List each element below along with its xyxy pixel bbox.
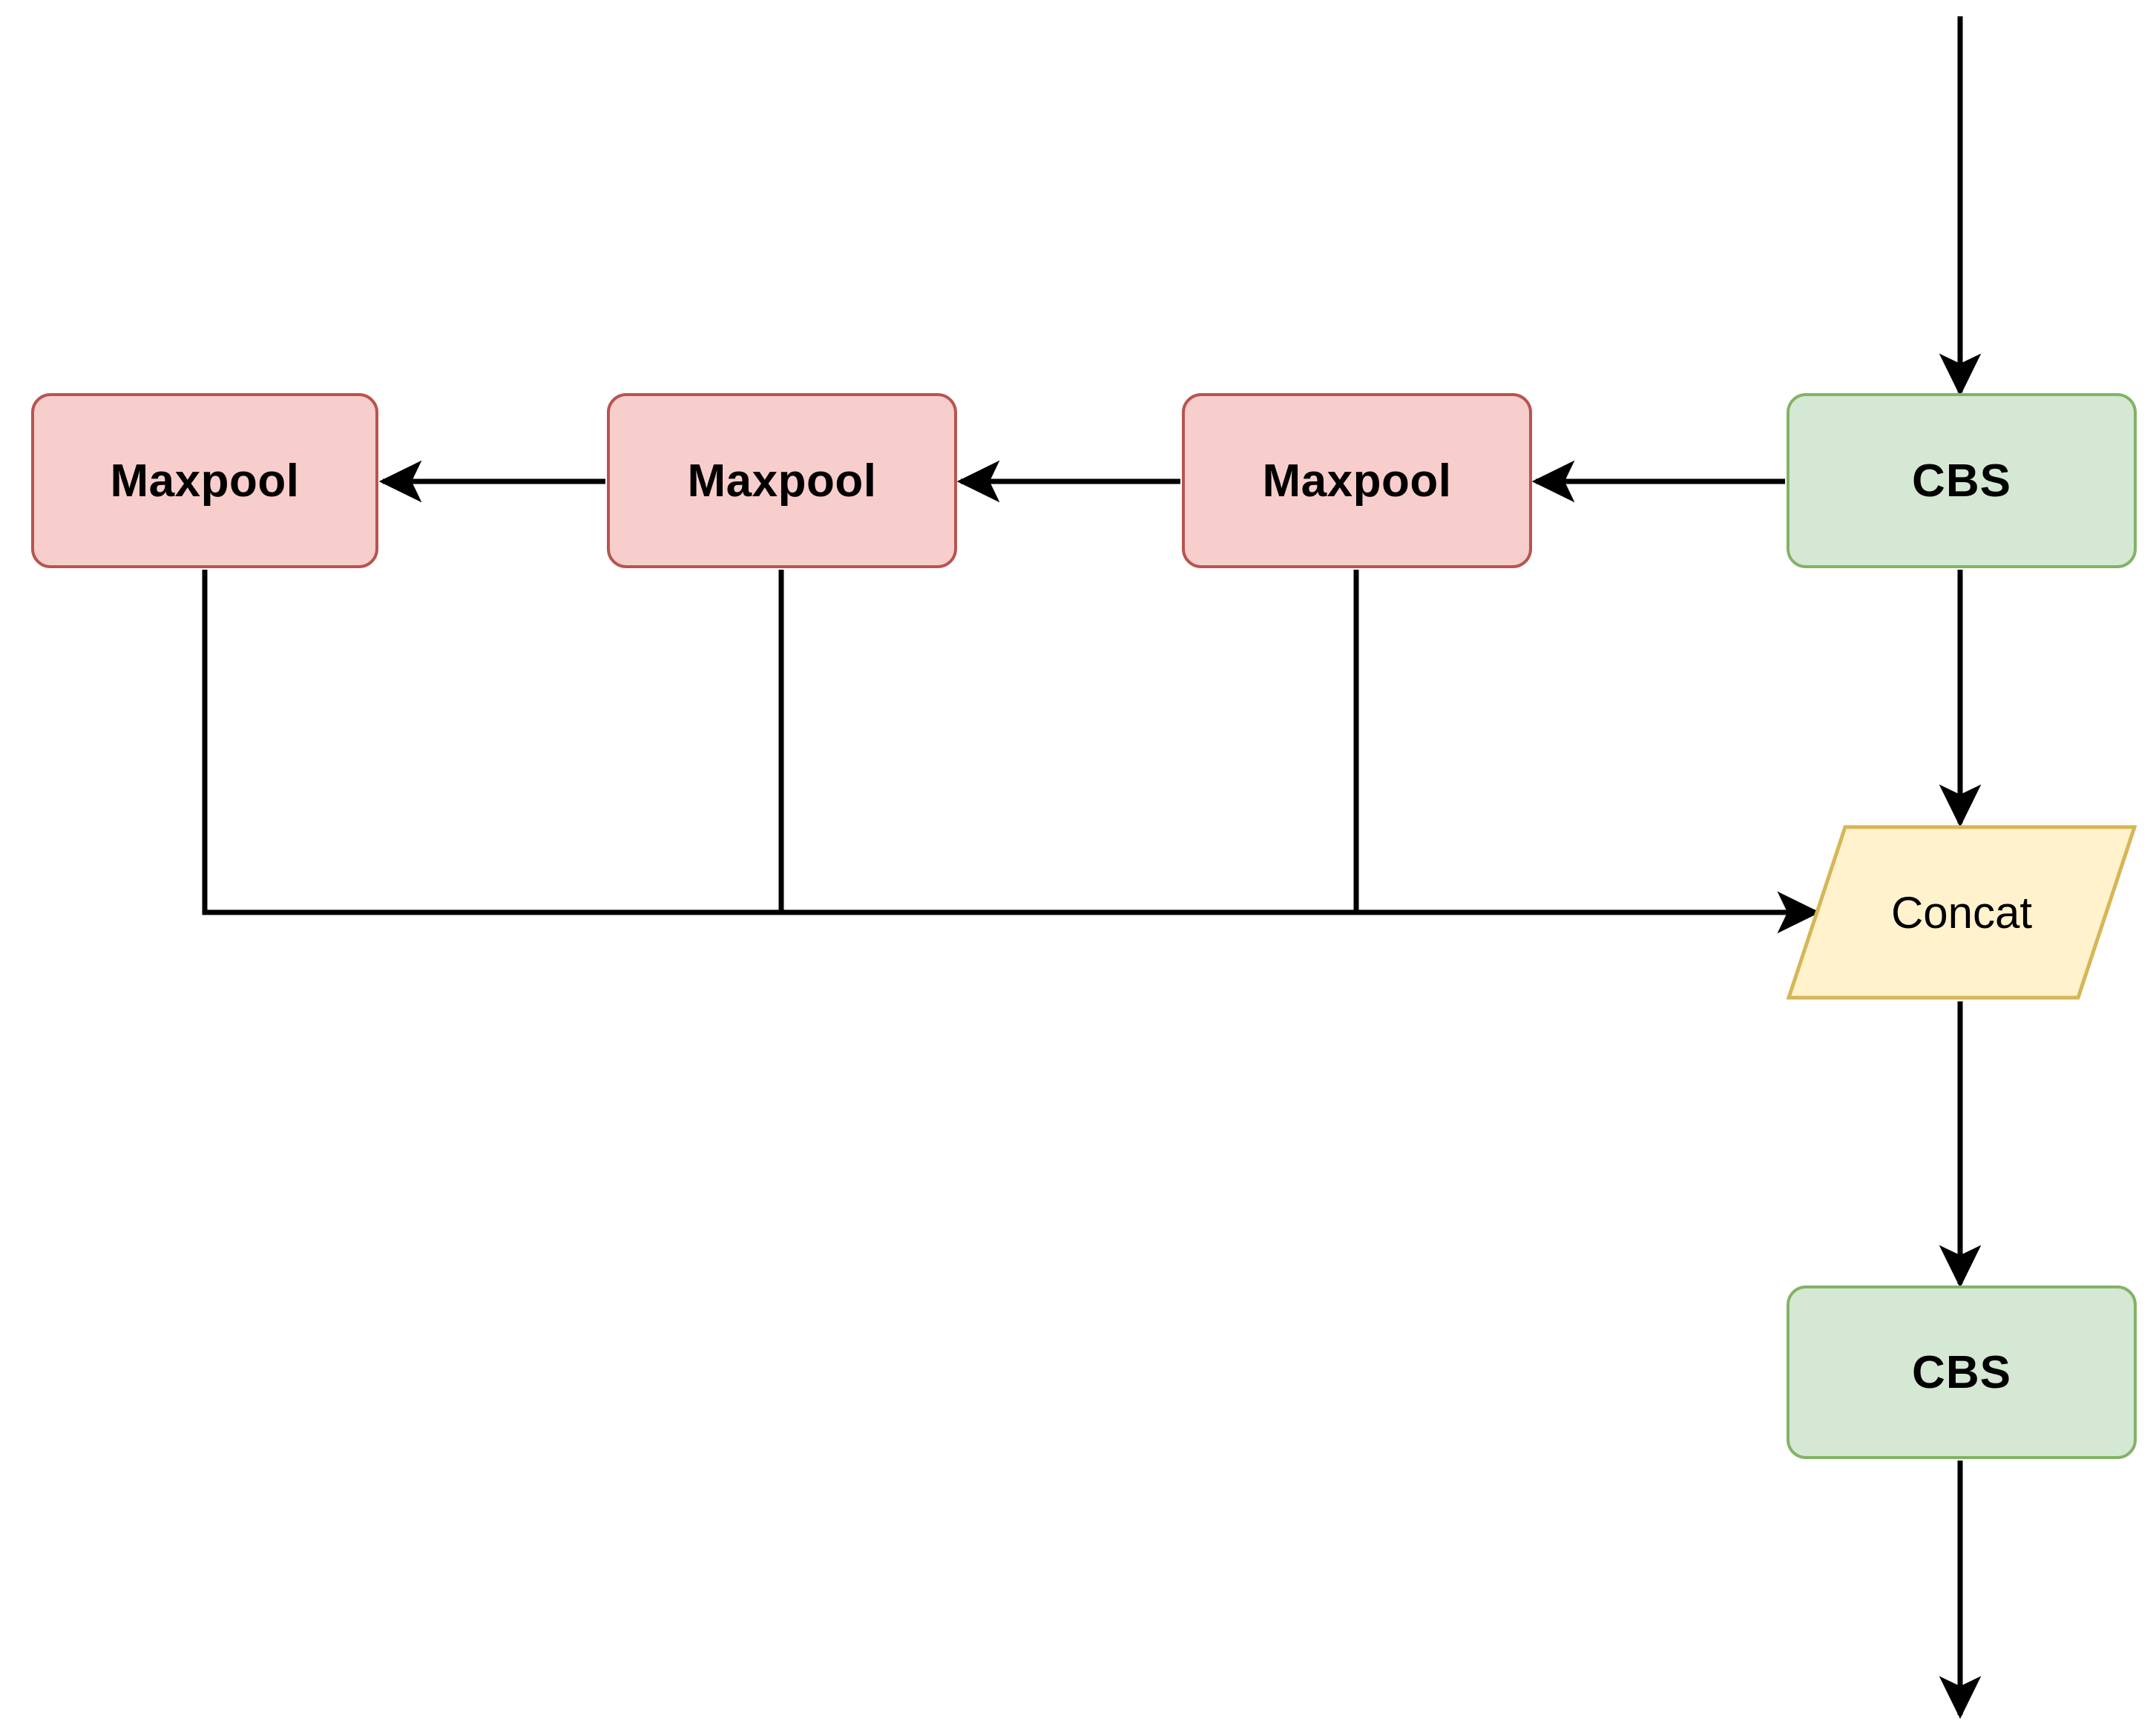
node-maxpool-2[interactable]: Maxpool	[607, 393, 957, 568]
node-cbs-top-label: CBS	[1912, 455, 2011, 507]
edge-maxpool1-to-concat	[202, 570, 1821, 934]
node-cbs-bottom[interactable]: CBS	[1787, 1285, 2137, 1459]
node-maxpool-3-label: Maxpool	[1262, 455, 1452, 507]
node-cbs-top[interactable]: CBS	[1787, 393, 2137, 568]
node-maxpool-3[interactable]: Maxpool	[1182, 393, 1532, 568]
node-concat[interactable]: Concat	[1787, 825, 2137, 1000]
node-maxpool-1-label: Maxpool	[110, 455, 300, 507]
node-cbs-bottom-label: CBS	[1912, 1346, 2011, 1398]
node-maxpool-2-label: Maxpool	[687, 455, 877, 507]
concat-parallelogram-shape	[1787, 825, 2137, 1000]
node-concat-label: Concat	[1890, 887, 2033, 938]
node-maxpool-1[interactable]: Maxpool	[31, 393, 378, 568]
